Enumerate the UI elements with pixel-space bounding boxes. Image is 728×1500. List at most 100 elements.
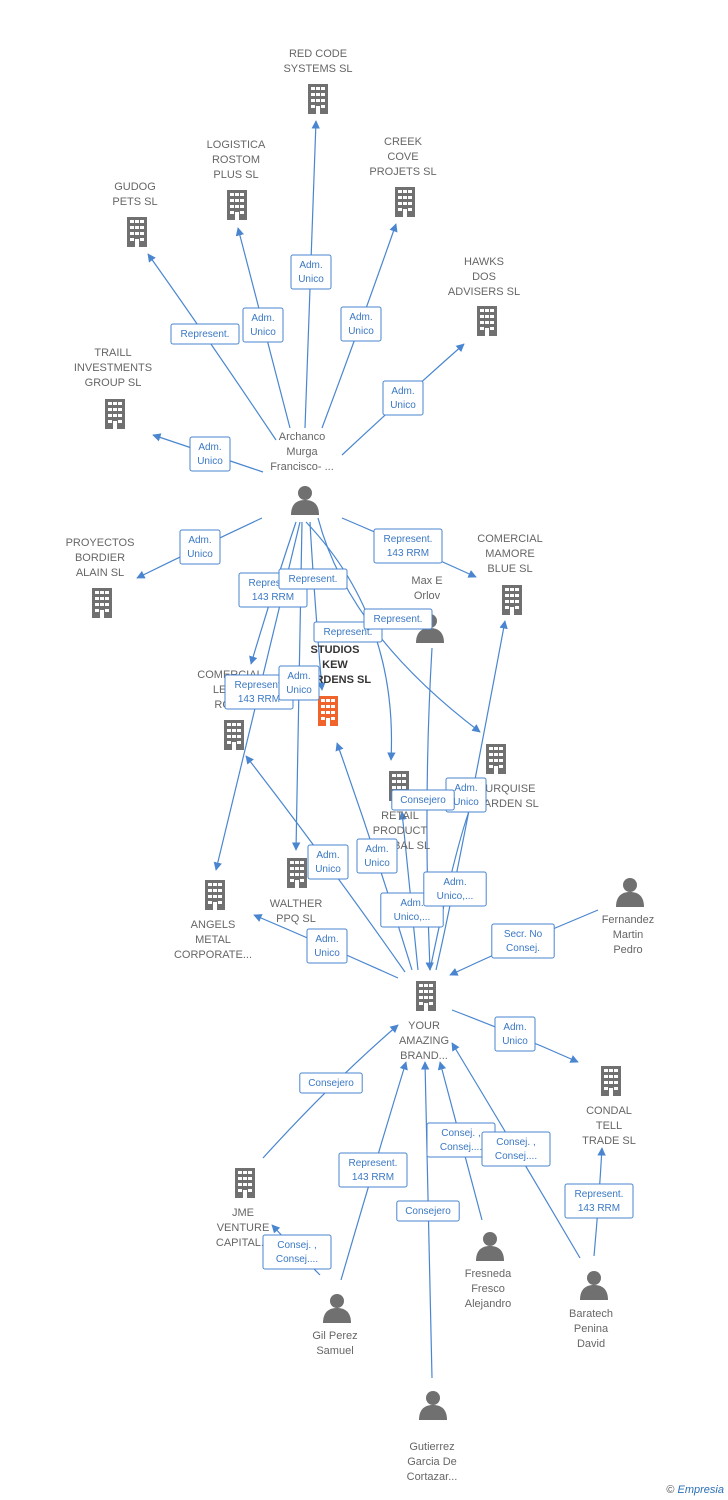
relation-label-box (242, 307, 284, 343)
building-icon (227, 190, 247, 220)
node-label-line: WALTHER (270, 898, 323, 910)
relation-label[interactable]: Adm.Unico (290, 254, 332, 290)
relation-label[interactable]: Represent. (363, 608, 433, 630)
relation-label-text: Consej.... (276, 1254, 318, 1265)
relation-label[interactable]: Consejero (396, 1200, 460, 1222)
node-label-line: STUDIOS (311, 644, 360, 656)
relation-label[interactable]: Adm.Unico (307, 844, 349, 880)
node-jme[interactable]: JMEVENTURECAPITAL... (216, 1168, 270, 1249)
node-archanco[interactable]: ArchancoMurgaFrancisco- ... (270, 431, 334, 515)
relation-label[interactable]: Adm.Unico (179, 529, 221, 565)
relation-label[interactable]: Adm.Unico (189, 436, 231, 472)
relation-label-text: Consej.... (440, 1142, 482, 1153)
building-icon (395, 187, 415, 217)
node-label-line: GROUP SL (85, 377, 142, 389)
node-label-line: BRAND... (400, 1050, 448, 1062)
node-label-line: LOGISTICA (207, 139, 266, 151)
relation-label-box (481, 1131, 551, 1167)
relation-label[interactable]: Adm.Unico,... (423, 871, 487, 907)
relation-label[interactable]: Consej. ,Consej.... (481, 1131, 551, 1167)
node-label-line: Martin (613, 929, 644, 941)
relation-label-text: Adm. (365, 844, 388, 855)
person-icon (291, 486, 319, 515)
relation-label[interactable]: Adm.Unico (306, 928, 348, 964)
relation-label[interactable]: Consej. ,Consej.... (262, 1234, 332, 1270)
relation-label[interactable]: Adm.Unico (242, 307, 284, 343)
relation-label-text: Unico,... (437, 891, 474, 902)
relation-label-box (307, 844, 349, 880)
relation-label-text: Adm. (188, 535, 211, 546)
node-label-line: ANGELS (191, 919, 236, 931)
relation-label[interactable]: Consejero (299, 1072, 363, 1094)
node-label-line: CORPORATE... (174, 949, 252, 961)
node-label-line: Alejandro (465, 1298, 511, 1310)
relation-label[interactable]: Represent.143 RRM (224, 674, 294, 710)
relation-label[interactable]: Represent.143 RRM (564, 1183, 634, 1219)
relation-label-box (306, 928, 348, 964)
relation-label[interactable]: Adm.Unico (278, 665, 320, 701)
relation-edge (309, 521, 326, 691)
relation-label-text: 143 RRM (578, 1203, 620, 1214)
relation-label-text: Unico (286, 685, 312, 696)
relation-label-text: Represent. (384, 534, 433, 545)
relation-label-box (262, 1234, 332, 1270)
relation-label-text: Represent. (235, 680, 284, 691)
node-angels[interactable]: ANGELSMETALCORPORATE... (174, 880, 252, 961)
relation-label-box (494, 1016, 536, 1052)
building-icon (127, 217, 147, 247)
relation-label-text: Consej.... (495, 1151, 537, 1162)
relation-label[interactable]: Adm.Unico (356, 838, 398, 874)
node-label-line: Gil Perez (312, 1330, 357, 1342)
building-icon (224, 720, 244, 750)
building-icon (205, 880, 225, 910)
relation-label[interactable]: Adm.Unico (494, 1016, 536, 1052)
relation-label[interactable]: Consejero (391, 789, 455, 811)
relation-label-text: Secr. No (504, 929, 543, 940)
node-label-line: GUDOG (114, 181, 156, 193)
node-label-line: VENTURE (217, 1222, 270, 1234)
relation-label[interactable]: Represent.143 RRM (338, 1152, 408, 1188)
relation-label-box (423, 871, 487, 907)
relation-label-text: Adm. (198, 442, 221, 453)
relation-label[interactable]: Represent. (170, 323, 240, 345)
relation-label-text: Consejero (400, 795, 446, 806)
relation-label-text: Adm. (299, 260, 322, 271)
relation-label-text: Represent. (349, 1158, 398, 1169)
relation-label-text: Adm. (391, 386, 414, 397)
relation-label[interactable]: Represent. (278, 568, 348, 590)
relation-label-box (564, 1183, 634, 1219)
building-icon (287, 858, 307, 888)
relation-label-text: Represent. (249, 578, 298, 589)
node-label-line: YOUR (408, 1020, 440, 1032)
node-label-line: David (577, 1338, 605, 1350)
node-your-amazing[interactable]: YOURAMAZINGBRAND... (399, 981, 449, 1062)
footer-brand[interactable]: ©Empresia (666, 1484, 724, 1496)
node-label-line: TELL (596, 1120, 622, 1132)
node-label-line: PROYECTOS (66, 537, 135, 549)
relation-label[interactable]: Adm.Unico (382, 380, 424, 416)
relation-label-box (356, 838, 398, 874)
relation-label-box (373, 528, 443, 564)
relation-label[interactable]: Adm.Unico (340, 306, 382, 342)
relation-label-box (179, 529, 221, 565)
relation-label[interactable]: Represent.143 RRM (373, 528, 443, 564)
